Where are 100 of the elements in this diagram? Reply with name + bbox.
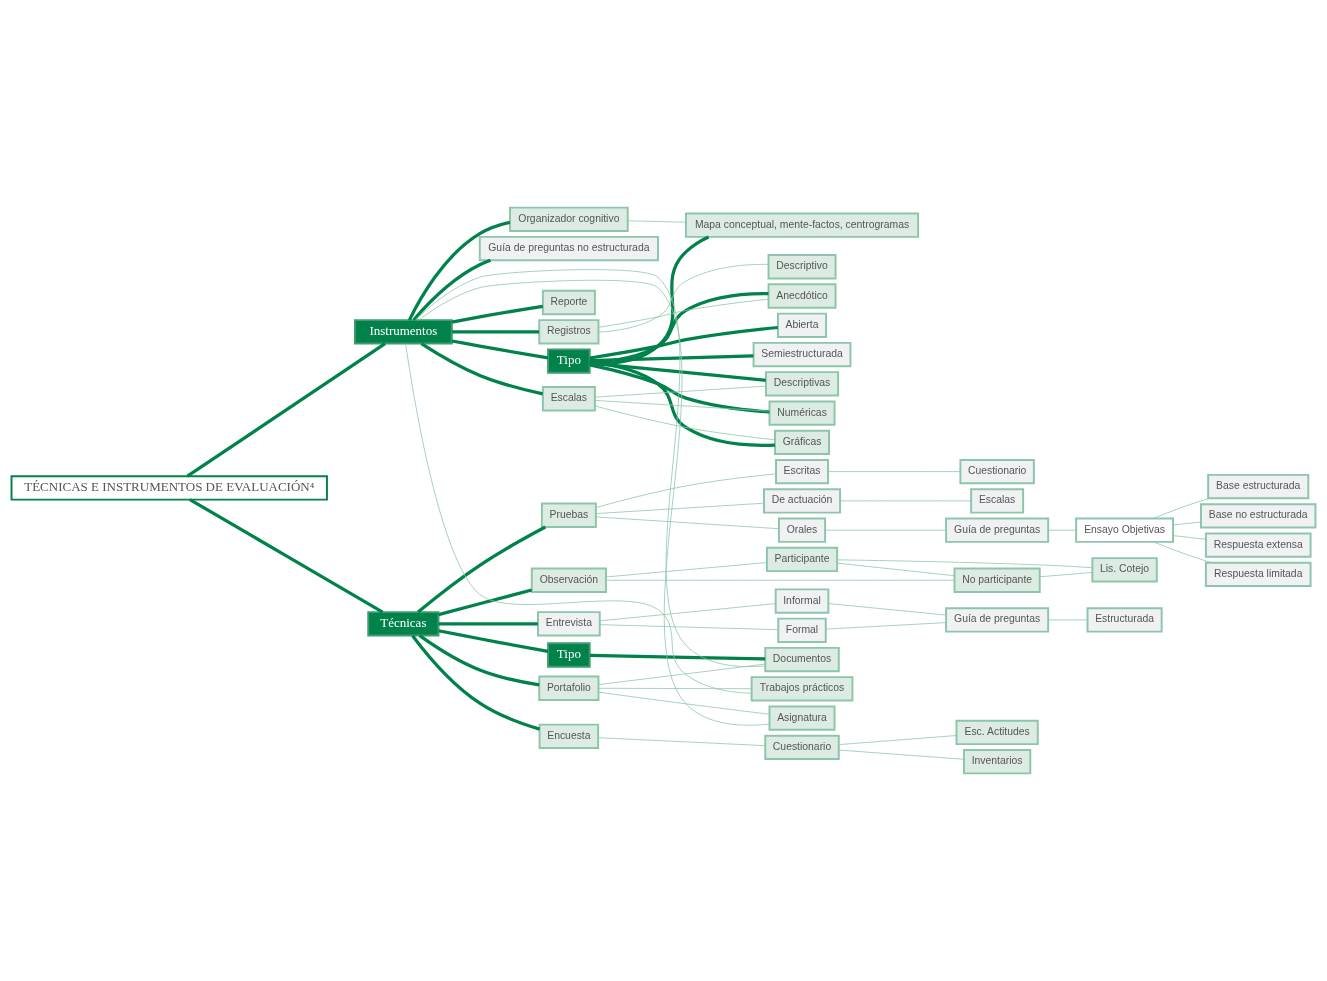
connector: [836, 562, 955, 577]
connector: [594, 385, 767, 398]
node-box: No participante: [953, 567, 1041, 593]
node-box: Formal: [777, 617, 827, 643]
connector: [1153, 541, 1212, 564]
node-box: Descriptivas: [764, 371, 840, 397]
connector: [1172, 521, 1202, 526]
connector: [589, 235, 710, 366]
connector: [589, 325, 778, 360]
node-box: Esc. Actitudes: [955, 719, 1039, 746]
node-box: Gráficas: [774, 429, 830, 456]
node-box: Base no estructurada: [1200, 503, 1317, 529]
node-box: Tipo: [547, 642, 591, 668]
node-box: Mapa conceptual, mente-factos, centrogramas: [684, 212, 920, 238]
node-box: Ensayo Objetivas: [1075, 517, 1174, 543]
connector: [451, 339, 549, 360]
connector: [1152, 498, 1210, 519]
connector: [605, 562, 768, 578]
connector: [597, 737, 766, 747]
connector: [839, 500, 972, 502]
connector: [827, 471, 961, 473]
node-box: Guía de preguntas no estructurada: [478, 235, 659, 262]
node-box: Asignatura: [768, 705, 836, 731]
node-box: Abierta: [777, 312, 828, 338]
connector: [589, 363, 770, 414]
node-box: Guía de preguntas: [945, 517, 1050, 543]
node-box: Orales: [777, 517, 827, 543]
node-box: Instrumentos: [353, 319, 453, 345]
node-box: Escritas: [775, 458, 829, 485]
node-box: Portafolio: [538, 675, 600, 701]
node-box: Guía de preguntas: [945, 607, 1050, 633]
node-box: Respuesta limitada: [1204, 561, 1312, 588]
connector: [824, 529, 947, 531]
node-box: Escalas: [970, 488, 1025, 514]
connector: [627, 220, 687, 223]
connector: [598, 691, 770, 715]
node-box: Estructurada: [1086, 607, 1163, 633]
connector: [595, 502, 765, 514]
connector: [412, 258, 492, 322]
connector: [451, 304, 544, 324]
node-box: Registros: [538, 319, 600, 345]
node-box: Observación: [530, 567, 607, 593]
connector: [599, 624, 779, 631]
node-box: Cuestionario: [959, 458, 1035, 485]
node-box: Técnicas: [367, 611, 440, 637]
connector: [417, 525, 547, 614]
connector: [1047, 619, 1088, 621]
connector: [451, 330, 540, 334]
node-box: Entrevista: [537, 611, 601, 637]
node-box: Trabajos prácticos: [750, 676, 854, 702]
node-box: Respuesta extensa: [1204, 532, 1312, 558]
connector: [1172, 535, 1207, 540]
connector: [838, 749, 965, 760]
connector: [438, 629, 549, 653]
connector: [594, 405, 776, 441]
node-box: Semiestructurada: [752, 341, 852, 368]
node-box: Lis. Cotejo: [1091, 557, 1158, 583]
node-box: Participante: [765, 546, 839, 573]
connector: [589, 292, 769, 364]
connector: [598, 298, 769, 328]
connector: [420, 342, 544, 396]
connector: [589, 354, 754, 363]
connector: [598, 663, 766, 685]
connector: [594, 400, 770, 412]
connector: [828, 603, 947, 616]
node-box: Cuestionario: [764, 734, 840, 761]
connector: [595, 473, 777, 508]
node-box: Anecdótico: [767, 283, 837, 309]
connector: [438, 622, 538, 626]
connector: [186, 342, 386, 478]
connector: [825, 622, 947, 630]
node-box: Reporte: [541, 289, 596, 316]
connector: [598, 263, 769, 333]
connector: [411, 634, 541, 731]
connector: [1047, 529, 1077, 531]
node-box: Numéricas: [768, 400, 836, 426]
node-box: Inventarios: [963, 749, 1032, 775]
node-box: Tipo: [547, 348, 591, 374]
node-box: Encuesta: [538, 723, 600, 749]
connector: [598, 687, 752, 690]
node-box: Organizador cognitivo: [509, 206, 629, 232]
connector: [595, 516, 780, 530]
connector: [414, 269, 766, 667]
connector: [589, 653, 766, 661]
connector: [418, 279, 770, 726]
connector: [405, 343, 752, 694]
connector: [838, 735, 957, 745]
connector: [438, 588, 533, 617]
node-box: Pruebas: [540, 502, 597, 528]
connector: [599, 603, 776, 622]
connector: [189, 498, 384, 614]
node-box: Informal: [774, 588, 830, 614]
connector: [605, 579, 955, 581]
node-box: De actuación: [763, 488, 842, 514]
connector: [836, 559, 1093, 569]
node-box: Base estructurada: [1207, 473, 1310, 500]
node-box: Escalas: [541, 386, 596, 412]
node-box: Descriptivo: [767, 254, 837, 280]
connector: [418, 634, 540, 687]
node-box: Documentos: [764, 646, 840, 673]
